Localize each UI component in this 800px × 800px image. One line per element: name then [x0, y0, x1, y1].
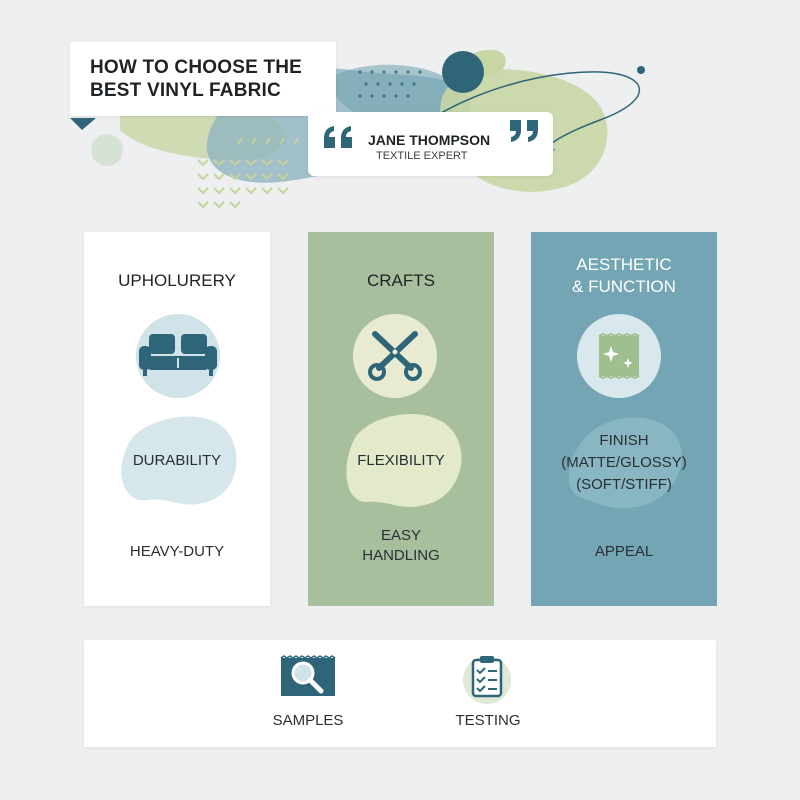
property-label: DURABILITY	[132, 452, 222, 469]
page-title-line-2: BEST VINYL FABRIC	[90, 80, 281, 101]
open-quote-icon	[324, 126, 352, 148]
column-upholstery: UPHOLURERY DURABILITY HEAVY-DUTY	[84, 232, 270, 606]
column-title-line-2: & FUNCTION	[572, 277, 676, 296]
fabric-swatch-icon	[598, 332, 640, 380]
expert-quote-card: JANE THOMPSON TEXTILE EXPERT	[308, 112, 553, 176]
property-label-line-3: (SOFT/STIFF)	[576, 476, 672, 493]
column-note-line-1: EASY	[380, 527, 422, 544]
tools-panel: SAMPLES TESTING	[84, 640, 716, 747]
icon-badge	[353, 314, 437, 398]
sofa-icon	[139, 334, 217, 376]
column-title-line-1: AESTHETIC	[576, 255, 672, 274]
column-title: CRAFTS	[367, 271, 435, 290]
magnifier-swatch-icon	[280, 655, 336, 696]
property-blob	[568, 417, 682, 509]
column-crafts: CRAFTS FLEXIBILITY EASY HANDLING	[308, 232, 494, 606]
property-blob	[346, 413, 462, 507]
tool-label: SAMPLES	[272, 712, 344, 729]
tool-testing: TESTING	[428, 654, 548, 744]
property-label: FLEXIBILITY	[357, 452, 445, 469]
clipboard-checklist-icon	[463, 656, 511, 704]
scissors-icon	[368, 331, 422, 381]
tool-label: TESTING	[455, 712, 521, 729]
close-quote-icon	[510, 120, 538, 142]
expert-role: TEXTILE EXPERT	[376, 150, 468, 162]
expert-name: JANE THOMPSON	[368, 132, 491, 148]
column-title: UPHOLURERY	[118, 271, 236, 290]
title-card: HOW TO CHOOSE THE BEST VINYL FABRIC	[70, 42, 336, 116]
tool-samples: SAMPLES	[248, 654, 368, 744]
page-title-line-1: HOW TO CHOOSE THE	[90, 57, 303, 78]
property-blob	[121, 416, 237, 505]
column-aesthetic-function: AESTHETIC & FUNCTION FINISH (MATTE/GLOSS…	[531, 232, 717, 606]
property-label-line-1: FINISH	[599, 432, 649, 449]
property-label-line-2: (MATTE/GLOSSY)	[561, 454, 687, 471]
column-note: APPEAL	[594, 543, 654, 560]
icon-badge	[577, 314, 661, 398]
icon-badge	[136, 314, 220, 398]
column-note-line-2: HANDLING	[362, 547, 440, 564]
column-note: HEAVY-DUTY	[129, 543, 225, 560]
